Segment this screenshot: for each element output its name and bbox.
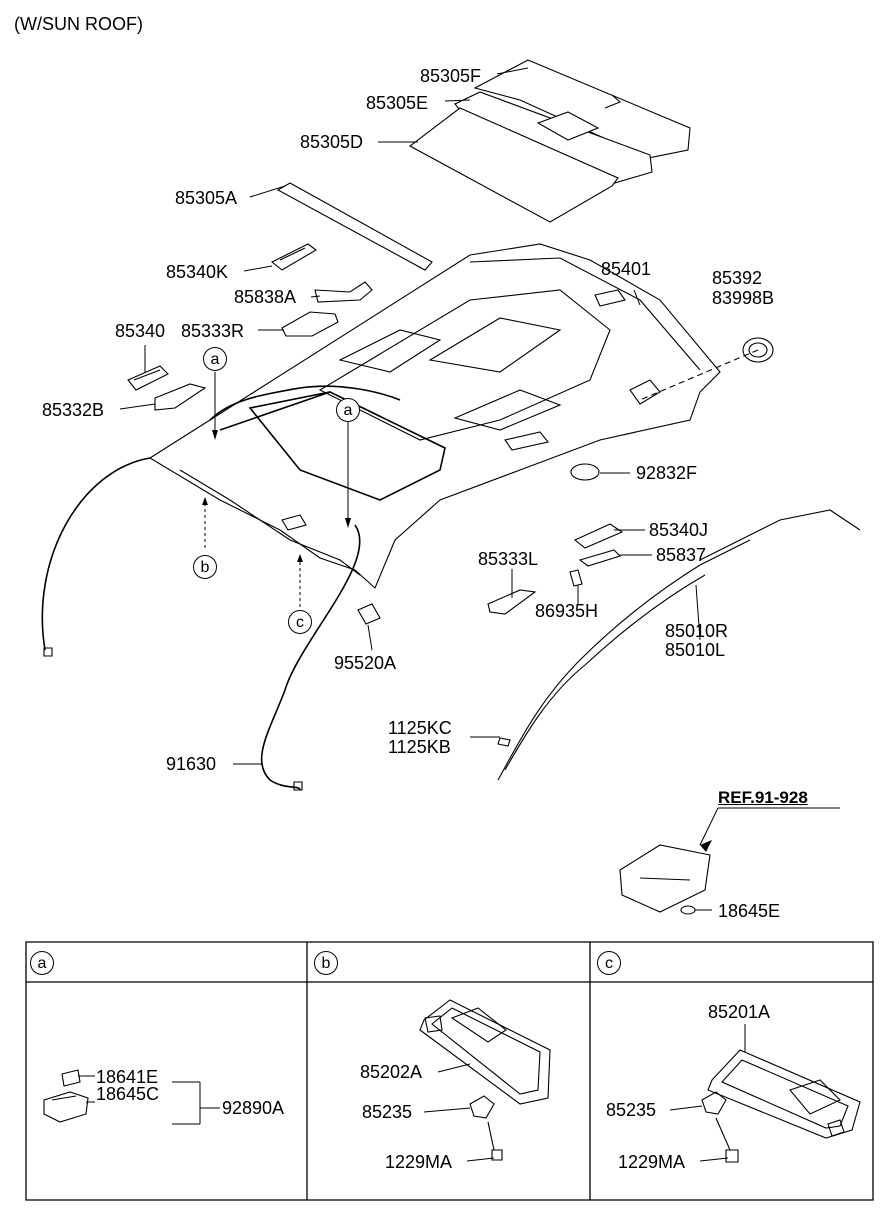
label-18645C: 18645C — [96, 1084, 160, 1104]
clip-86935H — [570, 570, 582, 586]
bolt-1125KC — [498, 738, 510, 746]
sun-visor-85201A — [708, 1050, 860, 1138]
label-85305A: 85305A — [175, 188, 238, 208]
callout-c: c — [288, 610, 312, 634]
cover-92832F — [571, 464, 599, 480]
callout-a-right: a — [336, 398, 360, 422]
label-85010R: 85010R — [665, 621, 729, 641]
grab-handle-85340K — [272, 244, 316, 270]
connector-end-91630 — [44, 648, 302, 790]
label-86935H: 86935H — [535, 601, 599, 621]
roof-strip-85305A — [278, 183, 432, 270]
label-92890A: 92890A — [222, 1098, 285, 1118]
detail-header-c: c — [597, 951, 621, 975]
label-85235-c: 85235 — [606, 1100, 657, 1120]
label-1229MA-b: 1229MA — [385, 1152, 453, 1172]
label-1125KC: 1125KC — [388, 718, 452, 738]
label-85401: 85401 — [601, 259, 652, 279]
bracket-lines-a — [78, 1076, 220, 1124]
bulb-18645E — [681, 906, 695, 914]
label-83998B: 83998B — [712, 288, 775, 308]
label-18641E: 18641E — [96, 1067, 159, 1087]
diagram-title: (W/SUN ROOF) — [14, 14, 143, 34]
label-85838A: 85838A — [234, 287, 297, 307]
bracket-85332B — [155, 384, 205, 410]
label-18645E: 18645E — [718, 901, 781, 921]
wiring-harness-91630 — [42, 386, 400, 790]
detail-table-frame — [26, 942, 873, 1200]
curtain-airbag-85010 — [498, 510, 860, 780]
label-85235-b: 85235 — [362, 1102, 413, 1122]
label-95520A: 95520A — [334, 653, 397, 673]
visor-holder-85235-b — [470, 1096, 494, 1118]
bracket-85838A — [315, 282, 372, 302]
label-85202A: 85202A — [360, 1062, 423, 1082]
label-ref-91-928: REF.91-928 — [718, 788, 808, 807]
label-1125KB: 1125KB — [388, 737, 451, 757]
label-1229MA-c: 1229MA — [618, 1152, 686, 1172]
label-85305E: 85305E — [366, 93, 429, 113]
label-85010L: 85010L — [665, 640, 726, 660]
label-85305F: 85305F — [420, 66, 482, 86]
grommet-85392 — [743, 338, 773, 362]
grab-handle-85340J — [575, 524, 622, 548]
leaders-c — [670, 1024, 745, 1161]
label-85333R: 85333R — [181, 321, 245, 341]
callout-b: b — [193, 555, 217, 579]
bracket-85333R — [282, 312, 338, 336]
label-85837: 85837 — [656, 545, 707, 565]
visor-holder-85235-c — [702, 1092, 726, 1114]
callout-a-left: a — [203, 347, 227, 371]
screw-1229MA-c — [716, 1118, 738, 1162]
sun-visor-85202A — [420, 1000, 550, 1104]
roof-panel-85305D — [410, 108, 618, 222]
label-85333L: 85333L — [478, 549, 539, 569]
label-85340J: 85340J — [649, 520, 709, 540]
map-lamp-part-a — [44, 1070, 88, 1122]
label-85340: 85340 — [115, 321, 166, 341]
label-92832F: 92832F — [636, 463, 698, 483]
box-95520A — [358, 604, 380, 624]
label-85305D: 85305D — [300, 132, 364, 152]
leaders-b — [424, 1064, 494, 1161]
grab-handle-85340 — [128, 366, 168, 390]
label-91630: 91630 — [166, 754, 217, 774]
label-85332B: 85332B — [42, 400, 105, 420]
label-85201A: 85201A — [708, 1002, 771, 1022]
bracket-85333L — [488, 590, 535, 614]
ref-leader — [700, 808, 718, 845]
leader-lines — [120, 68, 840, 910]
bracket-85837 — [580, 550, 620, 566]
screw-1229MA-b — [488, 1122, 502, 1160]
detail-header-b: b — [314, 951, 338, 975]
label-85392: 85392 — [712, 268, 763, 288]
leader-arrows — [202, 430, 712, 852]
leader-85392 — [640, 350, 758, 400]
console-ref-91-928 — [620, 845, 710, 912]
detail-header-a: a — [30, 951, 54, 975]
headliner-85401 — [150, 244, 720, 588]
label-85340K: 85340K — [166, 262, 229, 282]
